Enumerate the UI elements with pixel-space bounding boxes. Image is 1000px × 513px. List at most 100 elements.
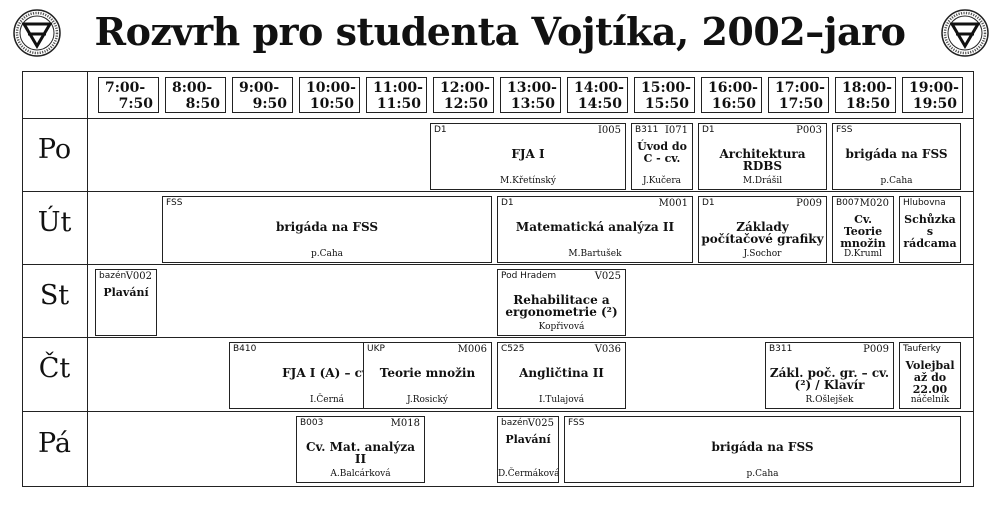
time-slot-end: 7:50 [118,96,153,112]
row-divider [22,337,974,338]
event-room: D1 [702,125,715,135]
event-name: Volejbal až do 22.00 [905,359,955,396]
time-slot-end: 9:50 [252,96,287,112]
event-name: Architektura RDBS [719,147,806,173]
event-code: I005 [597,125,621,136]
row-divider [22,118,974,119]
time-slot-header: 15:00-15:50 [634,77,695,113]
timetable-frame [22,71,974,487]
schedule-event[interactable]: FSS brigáda na FSS p.Caha [162,196,492,263]
day-label-po: Po [37,134,72,165]
event-name: brigáda na FSS [275,220,379,234]
event-code: V025 [594,271,621,282]
event-room: D1 [501,198,514,208]
event-name: brigáda na FSS [711,440,814,454]
event-teacher: p.Caha [310,249,344,259]
event-room: Hlubovna [903,198,946,208]
day-label-st: St [39,280,70,311]
event-name: brigáda na FSS [845,147,948,161]
time-slot-header: 19:00-19:50 [902,77,963,113]
event-room: Pod Hradem [501,271,557,281]
time-slot-header: 12:00-12:50 [433,77,494,113]
time-slot-header: 18:00-18:50 [835,77,896,113]
time-slot-end: 19:50 [912,96,957,112]
event-teacher: Kopřivová [538,322,585,332]
time-slot-start: 19:00- [909,80,959,96]
time-slot-end: 11:50 [376,96,421,112]
event-room: D1 [702,198,715,208]
university-seal-icon [13,9,61,57]
time-slot-start: 13:00- [507,80,557,96]
time-slot-end: 17:50 [778,96,823,112]
time-slot-start: 8:00- [172,80,213,96]
time-slot-header: 9:00-9:50 [232,77,293,113]
time-slot-end: 16:50 [711,96,756,112]
time-slot-end: 10:50 [309,96,354,112]
event-code: P009 [863,344,889,355]
event-code: M020 [859,198,889,209]
event-name: Cv. Mat. analýza II [305,440,416,466]
event-teacher: M.Bartušek [568,249,622,259]
time-slot-end: 18:50 [845,96,890,112]
event-teacher: I.Černá [309,395,345,405]
event-name: Úvod do C - cv. [637,140,687,165]
event-teacher: D.Čermáková [498,469,559,479]
time-slot-end: 12:50 [443,96,488,112]
event-name: Schůzka s rádcama [903,213,957,250]
time-slot-header: 14:00-14:50 [567,77,628,113]
day-label-ut: Út [37,207,72,238]
event-name: FJA I [511,147,545,161]
event-room: B410 [233,344,257,354]
event-name: Zákl. poč. gr. – cv. (²) / Klavír [769,366,890,392]
event-name: Cv. Teorie množin [840,213,886,250]
event-teacher: A.Balcárková [330,469,391,479]
time-slot-header: 7:00-7:50 [98,77,159,113]
event-code: P009 [796,198,822,209]
event-teacher: M.Drášil [742,176,783,186]
event-name: Matematická analýza II [515,220,675,234]
event-room: Tauferky [903,344,941,354]
row-divider [22,191,974,192]
row-divider [22,264,974,265]
event-name: Základy počítačové grafiky [701,220,824,246]
time-slot-start: 14:00- [574,80,624,96]
event-name: Teorie množin [379,366,476,380]
event-name: Angličtina II [519,366,604,380]
event-room: bazén [501,418,529,428]
event-teacher: p.Caha [746,469,779,479]
event-teacher: p.Caha [880,176,913,186]
event-code: M006 [457,344,487,355]
event-room: C525 [501,344,525,354]
event-room: D1 [434,125,447,135]
event-teacher: I.Tulajová [538,395,585,405]
event-room: FSS [166,198,183,208]
time-slot-header: 11:00-11:50 [366,77,427,113]
event-teacher: D.Kruml [844,249,882,259]
event-room: B003 [300,418,324,428]
time-slot-start: 12:00- [440,80,490,96]
event-code: I071 [664,125,688,136]
university-seal-icon [941,9,989,57]
day-column-divider [87,71,88,487]
day-label-ct: Čt [38,353,71,384]
event-name: Rehabilitace a ergonometrie (²) [505,293,618,319]
event-code: M018 [390,418,420,429]
time-slot-start: 15:00- [641,80,691,96]
